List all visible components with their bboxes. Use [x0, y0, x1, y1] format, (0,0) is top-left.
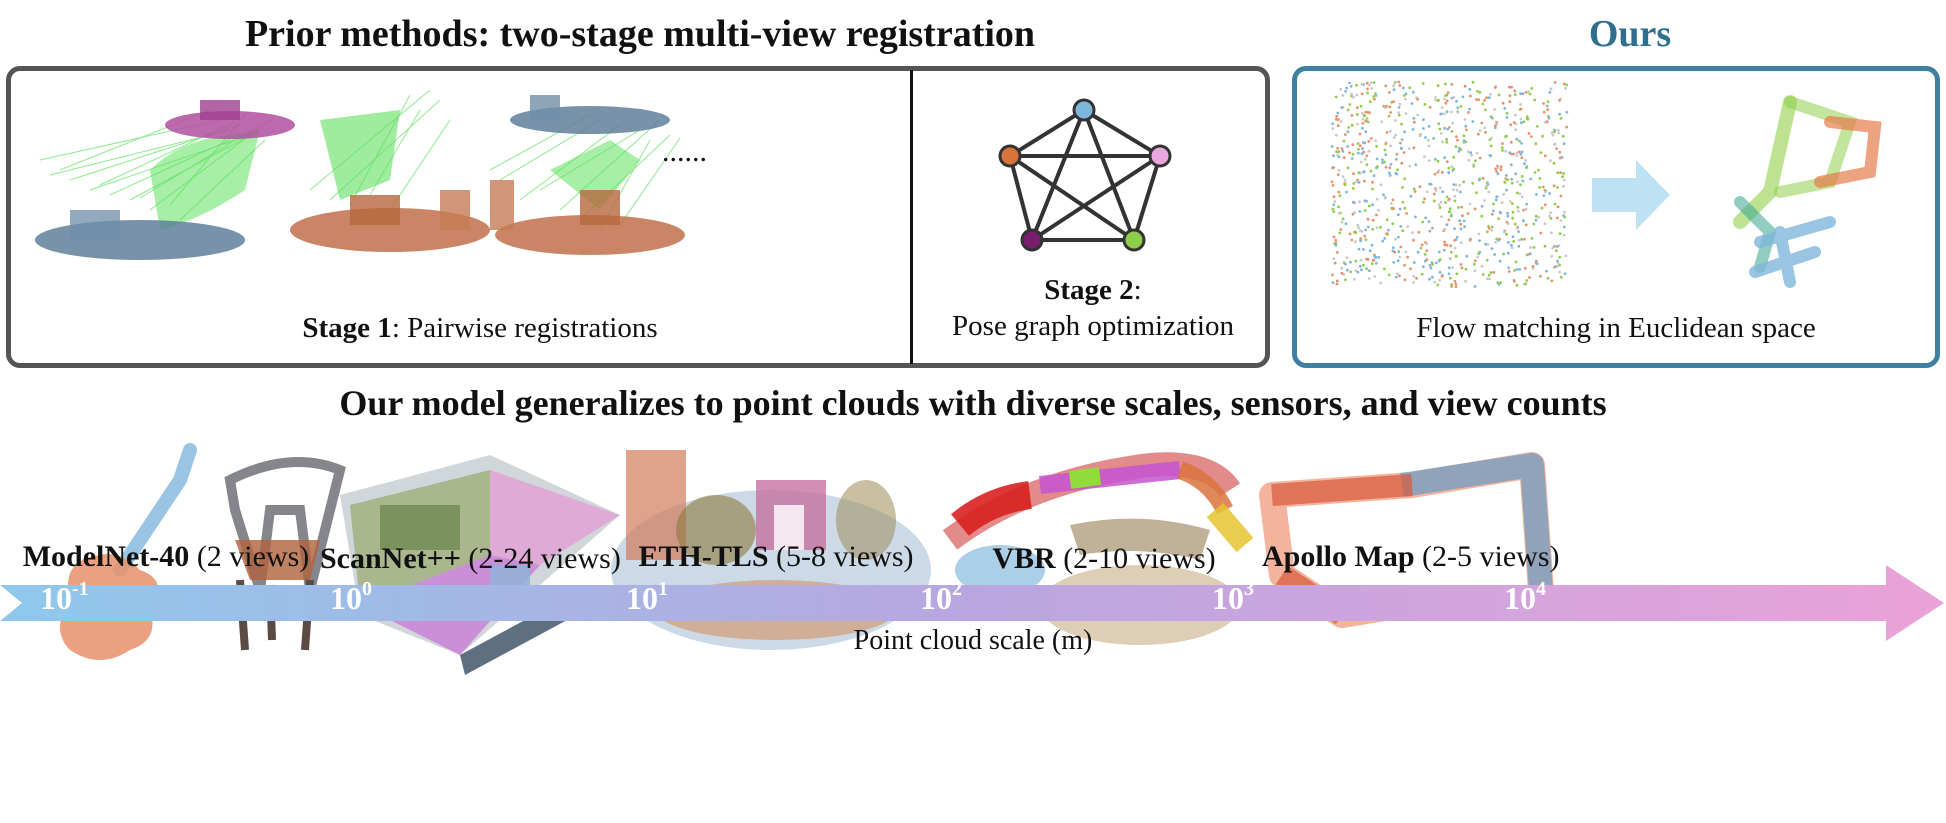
flow-arrow-icon — [1592, 160, 1670, 230]
stage2-colon: : — [1133, 274, 1142, 306]
prior-methods-panel — [6, 66, 1270, 368]
dataset-label-modelnet40: ModelNet-40 (2 views) — [16, 540, 316, 574]
stage2-caption: Stage 2: Pose graph optimization — [918, 272, 1268, 344]
tick-base: 10 — [330, 580, 362, 616]
pair-3 — [489, 95, 685, 255]
graph-node-green — [1122, 228, 1146, 252]
graph-node-blue — [1072, 98, 1096, 122]
dataset-name: VBR — [992, 542, 1056, 575]
stage1-label: Stage 1 — [302, 312, 392, 344]
tick-exp: 1 — [658, 578, 668, 600]
scale-arrow — [0, 565, 1944, 641]
graph-node-pink — [1148, 144, 1172, 168]
graph-node-purple — [1020, 228, 1044, 252]
tick-base: 10 — [40, 580, 72, 616]
more-pairs-ellipsis: ...... — [662, 135, 707, 168]
dataset-name: ScanNet++ — [320, 542, 461, 575]
ours-panel — [1292, 66, 1940, 368]
dataset-label-eth-tls: ETH-TLS (5-8 views) — [626, 540, 926, 574]
tick-base: 10 — [920, 580, 952, 616]
scale-tick-1e0: 100 — [330, 578, 372, 617]
tick-exp: 2 — [952, 578, 962, 600]
pose-graph-icon — [998, 98, 1172, 252]
dataset-views: (2-5 views) — [1414, 540, 1560, 573]
pair-1 — [35, 100, 295, 260]
tick-exp: -1 — [72, 578, 89, 600]
scale-tick-1e4: 104 — [1504, 578, 1546, 617]
tick-base: 10 — [1212, 580, 1244, 616]
stage1-caption: Stage 1: Pairwise registrations — [120, 312, 840, 345]
scale-tick-1e-1: 10-1 — [40, 578, 89, 617]
pair-2 — [290, 89, 490, 252]
prior-methods-title: Prior methods: two-stage multi-view regi… — [244, 13, 1036, 55]
generalization-title: Our model generalizes to point clouds wi… — [339, 383, 1607, 423]
ours-title: Ours — [1588, 13, 1672, 55]
stage2-description: Pose graph optimization — [952, 310, 1234, 342]
tick-base: 10 — [626, 580, 658, 616]
dataset-label-vbr: VBR (2-10 views) — [954, 542, 1254, 576]
dataset-label-apollo-map: Apollo Map (2-5 views) — [1262, 540, 1560, 574]
scale-axis-label: Point cloud scale (m) — [853, 625, 1093, 656]
graph-node-orange — [998, 144, 1022, 168]
dataset-name: ETH-TLS — [638, 540, 769, 573]
tick-exp: 0 — [362, 578, 372, 600]
pairwise-registration-illustrations — [35, 89, 685, 260]
dataset-views: (2-24 views) — [460, 542, 621, 575]
tick-exp: 4 — [1536, 578, 1546, 600]
dataset-views: (2 views) — [189, 540, 310, 573]
tick-base: 10 — [1504, 580, 1536, 616]
tick-exp: 3 — [1244, 578, 1254, 600]
stage-divider — [910, 70, 913, 364]
dataset-name: Apollo Map — [1262, 540, 1415, 573]
dataset-views: (2-10 views) — [1055, 542, 1216, 575]
dataset-views: (5-8 views) — [768, 540, 914, 573]
noise-point-cloud — [1330, 80, 1569, 289]
ours-caption: Flow matching in Euclidean space — [1416, 312, 1816, 344]
scale-tick-1e2: 102 — [920, 578, 962, 617]
stage2-label: Stage 2 — [1044, 274, 1134, 306]
registered-point-cloud — [1733, 95, 1882, 288]
dataset-label-scannet: ScanNet++ (2-24 views) — [320, 542, 621, 576]
scale-tick-1e3: 103 — [1212, 578, 1254, 617]
stage1-description: : Pairwise registrations — [391, 312, 658, 344]
scale-tick-1e1: 101 — [626, 578, 668, 617]
dataset-name: ModelNet-40 — [22, 540, 190, 573]
modelnet40-illustration — [60, 443, 346, 660]
